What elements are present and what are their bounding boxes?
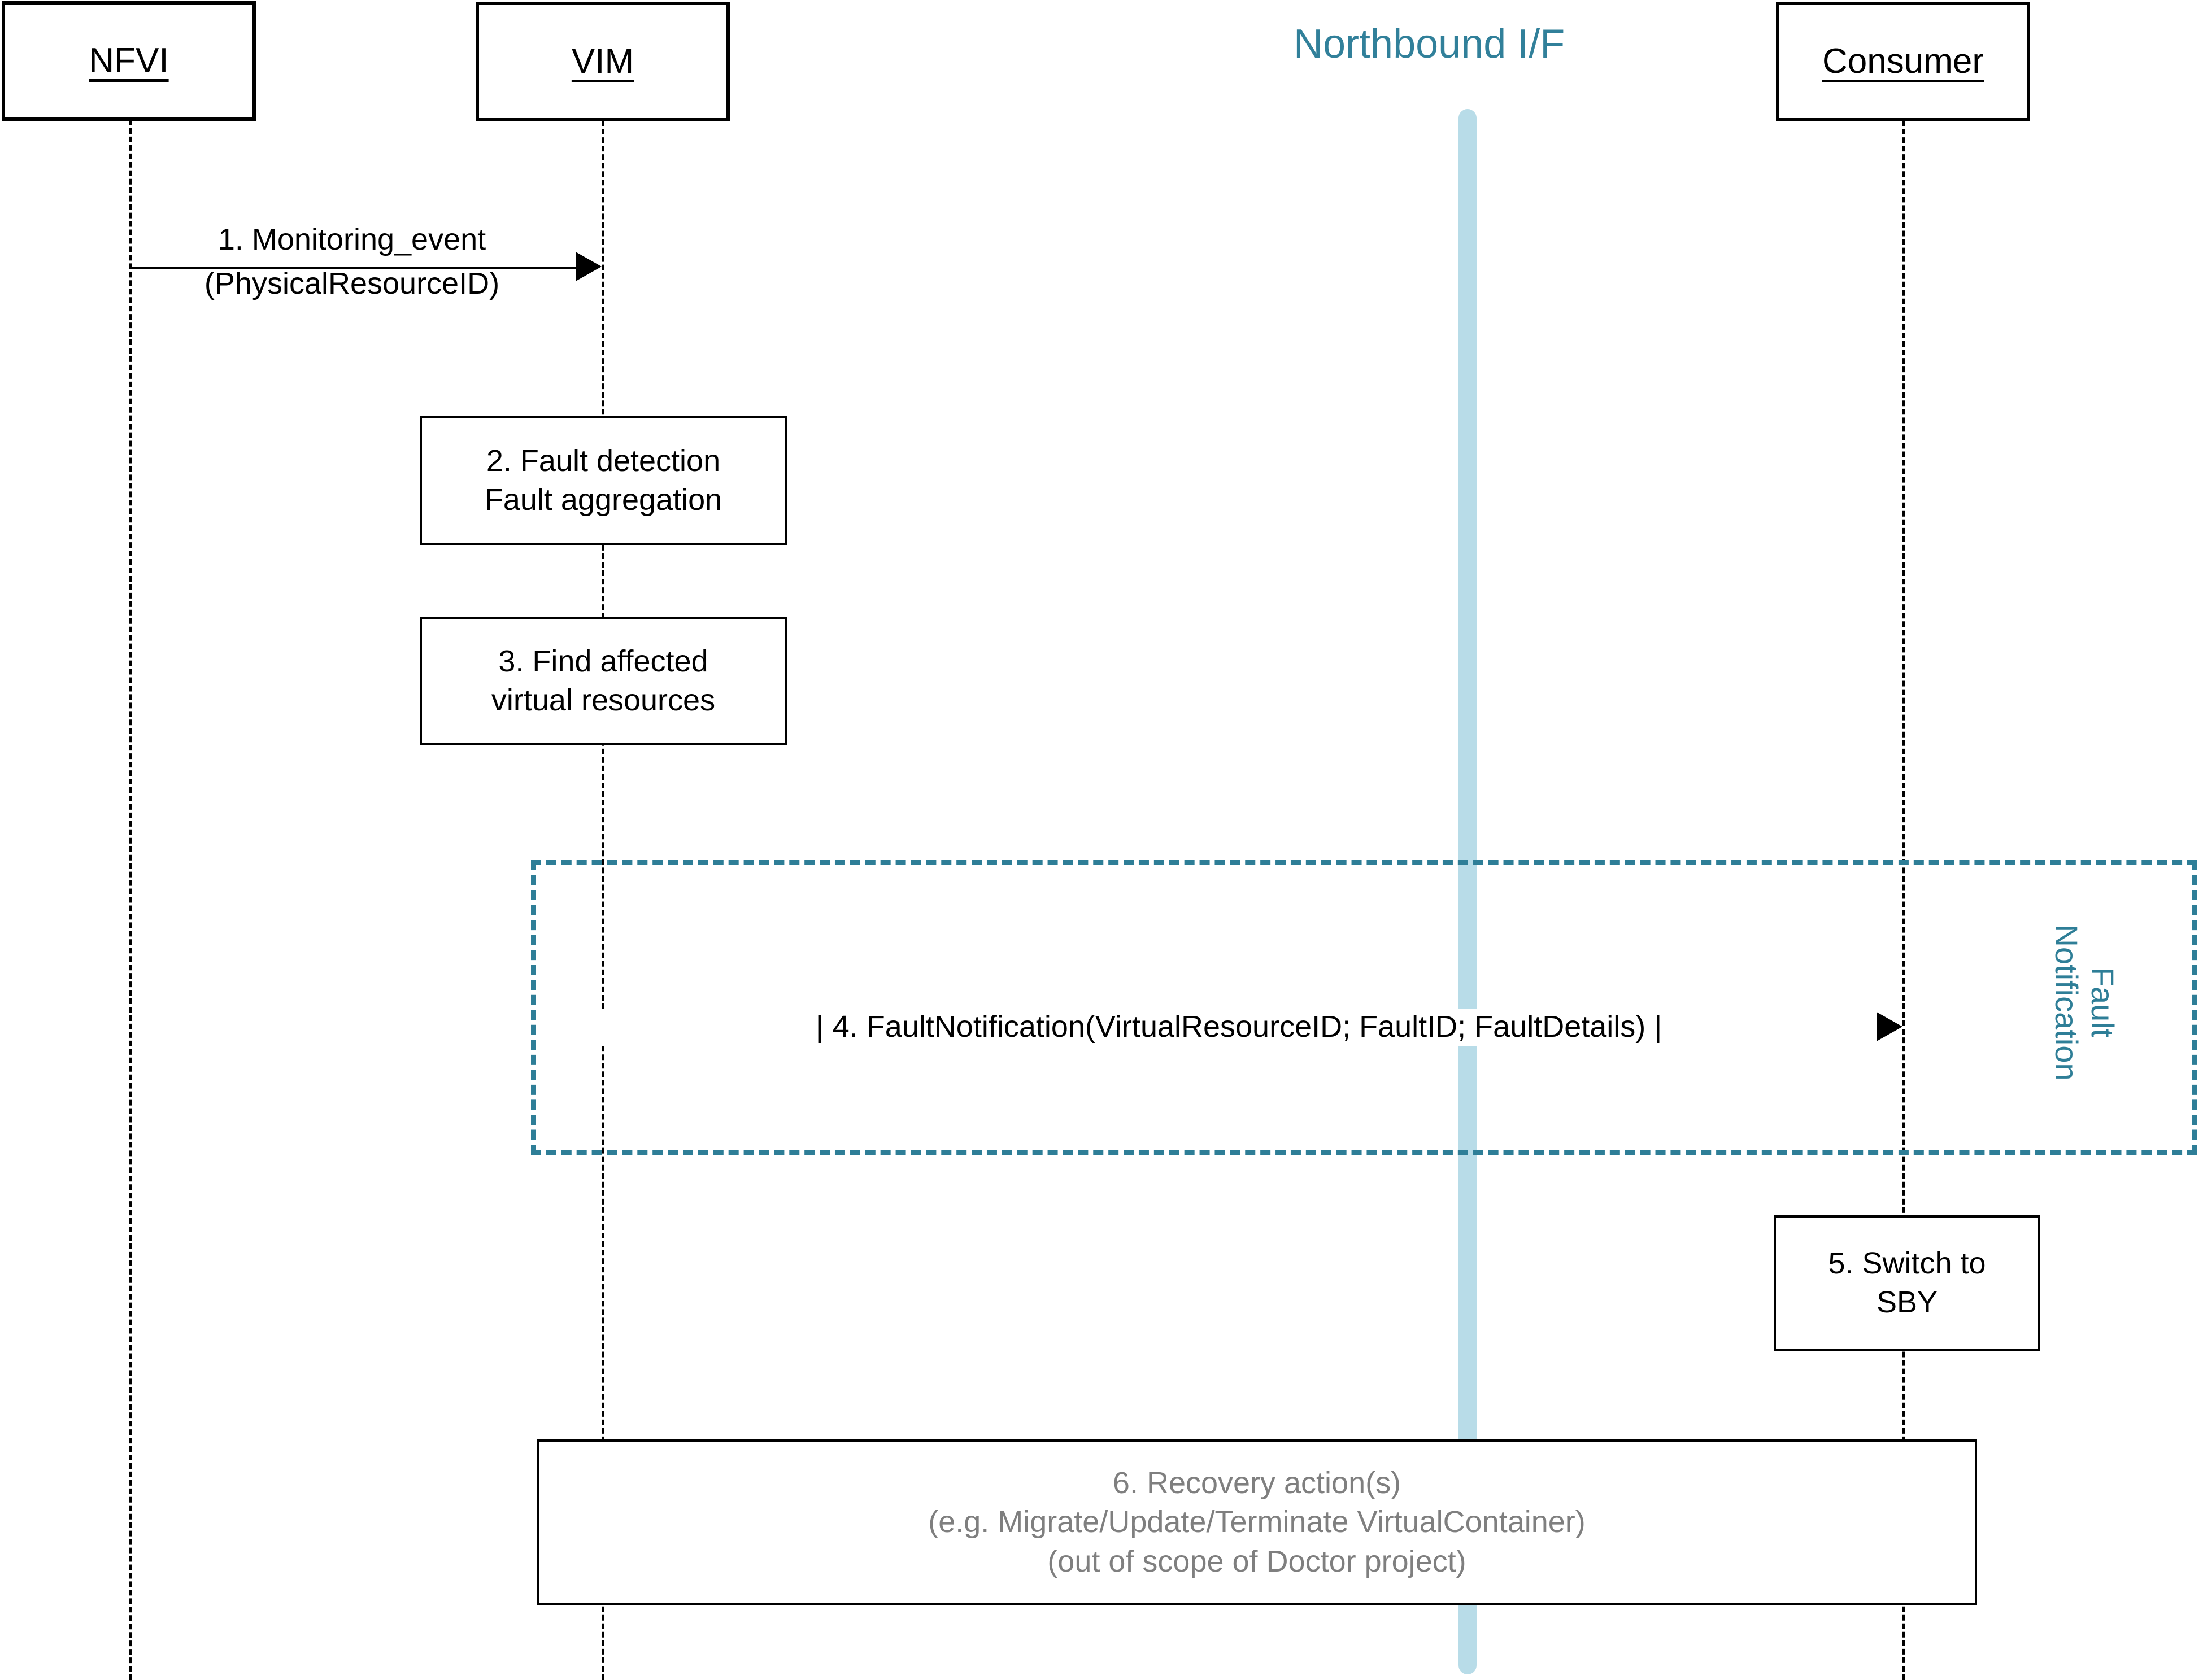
lifeline-head-consumer-label: Consumer	[1822, 42, 1984, 81]
lifeline-head-nfvi[interactable]: NFVI	[2, 1, 256, 121]
message-1-shaft	[129, 267, 576, 269]
lifeline-head-vim[interactable]: VIM	[476, 2, 730, 121]
activity-box-recovery-actions-line-1: 6. Recovery action(s)	[1112, 1466, 1401, 1500]
fragment-fault-notification-label-fault: Fault	[2085, 967, 2121, 1038]
activity-box-recovery-actions-line-3: (out of scope of Doctor project)	[1047, 1544, 1466, 1578]
lifeline-vim	[602, 120, 604, 1680]
activity-box-recovery-actions[interactable]: 6. Recovery action(s) (e.g. Migrate/Upda…	[537, 1439, 1977, 1605]
fragment-fault-notification-label-notification: Notification	[2049, 924, 2084, 1081]
message-1-label-line-1: 1. Monitoring_event	[217, 222, 486, 256]
message-4-label: | 4. FaultNotification(VirtualResourceID…	[602, 1009, 1877, 1046]
activity-box-find-affected-resources-line-2: virtual resources	[491, 683, 716, 717]
activity-box-switch-to-sby-line-1: 5. Switch to	[1828, 1246, 1986, 1280]
northbound-interface-title: Northbound I/F	[1294, 21, 1565, 67]
message-1-label-line-2: (PhysicalResourceID)	[204, 267, 500, 300]
northbound-interface-bar	[1458, 109, 1477, 1674]
activity-box-fault-detection-line-1: 2. Fault detection	[486, 443, 721, 478]
lifeline-head-nfvi-label: NFVI	[89, 41, 169, 80]
message-4-arrowhead	[1877, 1012, 1902, 1041]
lifeline-head-vim-label: VIM	[571, 42, 634, 81]
fragment-fault-notification	[531, 860, 2197, 1155]
activity-box-switch-to-sby-line-2: SBY	[1876, 1285, 1938, 1319]
message-1-arrowhead	[576, 252, 602, 281]
lifeline-consumer	[1902, 120, 1905, 1680]
activity-box-fault-detection[interactable]: 2. Fault detection Fault aggregation	[420, 416, 787, 545]
activity-box-fault-detection-line-2: Fault aggregation	[484, 483, 722, 517]
lifeline-nfvi	[129, 120, 132, 1680]
activity-box-find-affected-resources-line-1: 3. Find affected	[498, 644, 708, 678]
lifeline-head-consumer[interactable]: Consumer	[1776, 2, 2030, 121]
activity-box-switch-to-sby[interactable]: 5. Switch to SBY	[1774, 1215, 2040, 1351]
activity-box-recovery-actions-line-2: (e.g. Migrate/Update/Terminate VirtualCo…	[928, 1505, 1586, 1539]
activity-box-find-affected-resources[interactable]: 3. Find affected virtual resources	[420, 617, 787, 745]
